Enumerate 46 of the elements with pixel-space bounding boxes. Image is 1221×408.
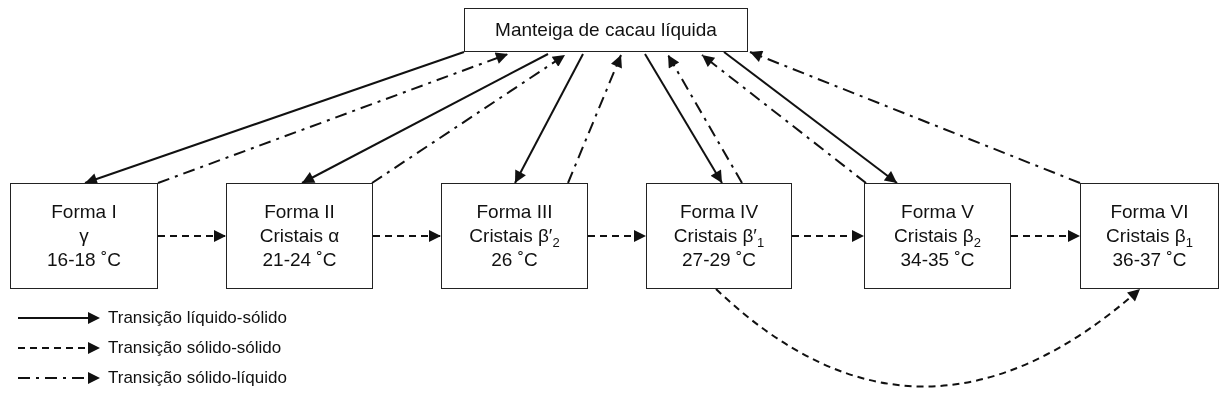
arrow — [701, 54, 867, 184]
arrow — [667, 54, 743, 184]
arrow — [514, 53, 584, 184]
arrow — [1010, 230, 1081, 242]
node-text: Forma III — [476, 200, 553, 224]
node-text: γ — [79, 224, 89, 248]
node-text: Cristais β′$_{1}$ — [673, 224, 765, 248]
node-text: Cristais β$_{2}$ — [894, 224, 981, 248]
form-box — [646, 183, 792, 289]
node-text: Cristais β$_{1}$ — [1106, 224, 1193, 248]
form-box — [1080, 183, 1219, 289]
node-text: 27-29 ˚C — [682, 248, 756, 272]
form-box — [226, 183, 373, 289]
legend-text: Transição líquido-sólido — [108, 307, 287, 329]
node-text: Forma V — [901, 200, 974, 224]
arrow — [84, 51, 465, 185]
form-box — [864, 183, 1011, 289]
node-text: 36-37 ˚C — [1112, 248, 1187, 272]
form-box — [10, 183, 158, 289]
arrow — [749, 50, 1081, 184]
node-text: Cristais β′$_{2}$ — [469, 224, 560, 248]
node-text: 26 ˚C — [491, 248, 538, 272]
node-text: Forma II — [264, 200, 335, 224]
form-box — [441, 183, 588, 289]
legend-text: Transição sólido-sólido — [108, 337, 282, 359]
arrow — [723, 51, 898, 184]
arrow — [371, 54, 566, 184]
liquid-box — [464, 8, 748, 52]
node-text: Cristais α — [259, 224, 340, 248]
legend-text: Transição sólido-líquido — [108, 367, 287, 389]
node-text: 34-35 ˚C — [900, 248, 975, 272]
arrow — [372, 230, 442, 242]
arrow — [301, 53, 549, 184]
node-text: Forma VI — [1110, 200, 1189, 224]
arrow — [567, 54, 622, 184]
arrow — [791, 230, 865, 242]
arrow — [715, 288, 1141, 388]
arrow — [157, 230, 227, 242]
arrow — [587, 230, 647, 242]
node-text: Manteiga de cacau líquida — [495, 18, 717, 42]
node-text: 16-18 ˚C — [47, 248, 121, 272]
arrow — [644, 53, 723, 184]
node-text: Forma IV — [679, 200, 759, 224]
node-text: Forma I — [51, 200, 117, 224]
arrow — [157, 52, 509, 184]
node-text: 21-24 ˚C — [262, 248, 337, 272]
